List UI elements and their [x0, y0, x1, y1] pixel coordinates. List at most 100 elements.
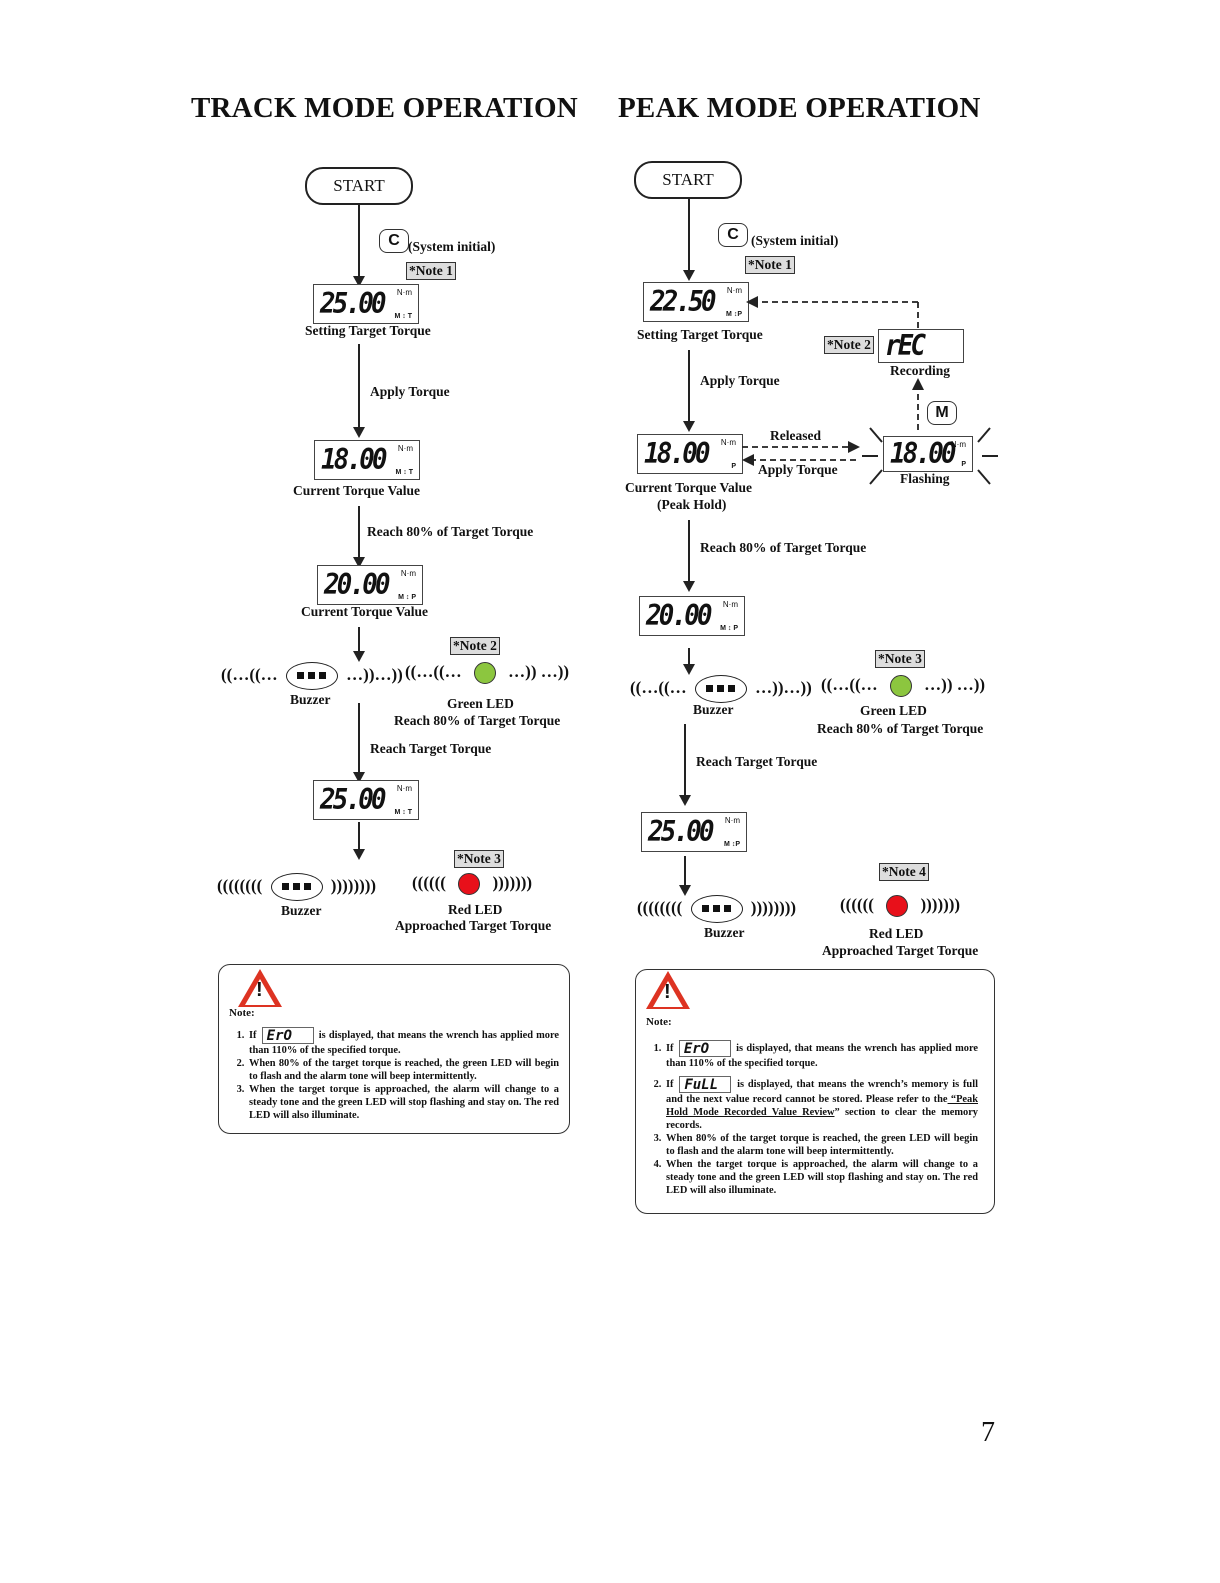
note-item: When the target torque is approached, th… — [247, 1083, 559, 1122]
lcd-unit: N·m — [722, 600, 738, 609]
track-lcd-setting: 25.00 N·m M ↕ T — [313, 284, 419, 324]
peak-lcd-flashing: 18.00 N·m P — [883, 436, 973, 472]
lcd-mode: M ↕ T — [394, 809, 413, 816]
peak-lcd-setting: 22.50 N·m M ↕P — [643, 282, 749, 322]
light-waves: ((…((… — [821, 675, 882, 694]
track-note2-tag: *Note 2 — [450, 637, 500, 655]
lcd-digits: 22.50 — [650, 285, 717, 318]
buzzer-icon — [694, 675, 747, 703]
lcd-unit: N·m — [726, 286, 742, 295]
peak-buzzer-intermittent: ((…((… …))…)) — [630, 675, 812, 703]
lcd-error-icon: ErO — [261, 1027, 314, 1044]
track-notes-box: ! Note: If ErO is displayed, that means … — [218, 964, 570, 1134]
note-text: If — [666, 1078, 678, 1090]
apply-torque-label-peak: Apply Torque — [700, 373, 780, 388]
lcd-mode: M ↕ P — [398, 594, 416, 601]
lcd-unit: N·m — [724, 816, 740, 825]
green-led-icon — [473, 662, 496, 685]
warning-mark: ! — [256, 979, 263, 1001]
light-waves: ((…((… — [405, 662, 466, 681]
lcd-unit: N·m — [396, 288, 412, 297]
peak-note1-tag: *Note 1 — [745, 256, 795, 274]
note-text: If — [666, 1042, 677, 1054]
light-waves: …)) …)) — [503, 662, 570, 681]
lcd-unit: N·m — [720, 438, 736, 447]
page-number: 7 — [981, 1417, 995, 1448]
peak-note2-tag: *Note 2 — [824, 336, 874, 354]
recording-label: Recording — [890, 363, 950, 378]
arrowhead — [353, 651, 365, 662]
note-item: If ErO is displayed, that means the wren… — [664, 1040, 978, 1070]
lcd-mode: M ↕P — [726, 311, 742, 318]
current-value-label-2: Current Torque Value — [301, 604, 429, 619]
track-buzzer-steady: (((((((( )))))))) — [217, 873, 376, 901]
lcd-digits: 20.00 — [324, 568, 391, 601]
sound-waves: ((…((… — [221, 664, 282, 684]
approached-label: Approached Target Torque — [395, 918, 552, 933]
lcd-unit: N·m — [396, 784, 412, 793]
note-text: is displayed, that means the wrench has … — [666, 1042, 978, 1069]
released-label: Released — [770, 428, 821, 443]
sound-waves: )))))))) — [326, 875, 377, 895]
buzzer-label-peak-2: Buzzer — [704, 925, 745, 940]
c-key-icon-peak: C — [718, 223, 748, 247]
buzzer-icon — [270, 873, 323, 901]
warning-icon-inner — [653, 981, 683, 1007]
lcd-digits: 20.00 — [646, 599, 713, 632]
lcd-digits: 25.00 — [320, 287, 387, 320]
red-led-label: Red LED — [448, 902, 503, 917]
red-led-icon — [886, 895, 909, 918]
track-red-led-on: (((((( ))))))) — [412, 873, 533, 896]
lcd-digits: rEC — [885, 329, 926, 362]
lcd-full-icon: FuLL — [679, 1076, 732, 1093]
peak-hold-label: (Peak Hold) — [657, 497, 727, 512]
arrowhead — [353, 557, 365, 568]
lcd-digits: 25.00 — [648, 815, 715, 848]
system-initial-label: (System initial) — [408, 239, 496, 254]
c-key-icon: C — [379, 229, 409, 253]
green-led-label: Green LED — [447, 696, 514, 711]
apply-torque-label: Apply Torque — [370, 384, 450, 399]
peak-arrow-4 — [688, 648, 690, 665]
reach-target-label-peak: Reach Target Torque — [696, 754, 818, 769]
green-led-label-peak: Green LED — [860, 703, 927, 718]
light-waves: (((((( — [840, 895, 879, 914]
peak-note4-tag: *Note 4 — [879, 863, 929, 881]
apply-torque-back-label: Apply Torque — [758, 462, 838, 477]
lcd-mode: P — [961, 461, 966, 468]
lcd-digits: 18.00 — [321, 443, 388, 476]
lcd-error-icon: ErO — [678, 1040, 731, 1057]
lcd-mode: M ↕ T — [394, 313, 413, 320]
buzzer-icon — [690, 895, 743, 923]
track-start-node: START — [305, 167, 413, 205]
lcd-mode: M ↕ T — [395, 469, 414, 476]
lcd-digits: 25.00 — [320, 783, 387, 816]
peak-lcd-target: 25.00 N·m M ↕P — [641, 812, 747, 852]
setting-target-label: Setting Target Torque — [305, 323, 431, 338]
peak-buzzer-steady: (((((((( )))))))) — [637, 895, 796, 923]
arrowhead — [353, 276, 365, 287]
section-reference: “Peak Hold Mode Recorded Value Review — [666, 1094, 978, 1118]
arrowhead — [683, 581, 695, 592]
note-item: If FuLL is displayed, that means the wre… — [664, 1076, 978, 1132]
light-waves: …)) …)) — [919, 675, 986, 694]
buzzer-icon — [285, 662, 338, 690]
arrowhead — [683, 270, 695, 281]
peak-start-node: START — [634, 161, 742, 199]
system-initial-label-peak: (System initial) — [751, 233, 839, 248]
light-waves: ))))))) — [488, 873, 533, 892]
light-waves: ))))))) — [916, 895, 961, 914]
track-notes-list: If ErO is displayed, that means the wren… — [219, 1027, 559, 1122]
released-apply-arrows — [742, 441, 860, 466]
buzzer-label-2: Buzzer — [281, 903, 322, 918]
sound-waves: …))…)) — [341, 664, 403, 684]
note-text: is displayed, that means the wrench’s me… — [666, 1078, 978, 1105]
lcd-unit: N·m — [400, 569, 416, 578]
track-mode-title: TRACK MODE OPERATION — [191, 92, 578, 124]
note-item: If ErO is displayed, that means the wren… — [247, 1027, 559, 1057]
light-waves: (((((( — [412, 873, 451, 892]
m-key-icon: M — [927, 401, 957, 425]
buzzer-label-peak: Buzzer — [693, 702, 734, 717]
notes-header: Note: — [229, 1007, 255, 1019]
peak-arrow-6 — [684, 856, 686, 886]
